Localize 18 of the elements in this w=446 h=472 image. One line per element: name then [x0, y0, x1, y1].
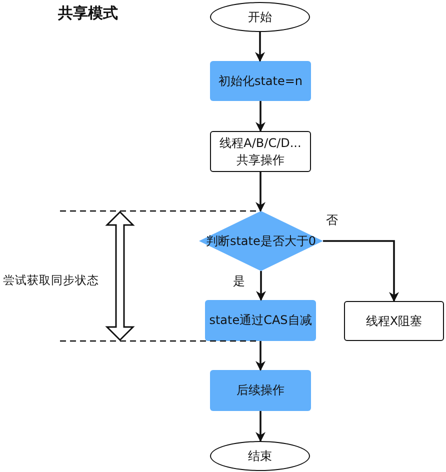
arrow	[256, 172, 266, 212]
arrow	[256, 341, 266, 371]
edge-label: 是	[231, 273, 247, 290]
process-box: 后续操作	[210, 370, 311, 411]
arrow	[256, 271, 266, 301]
arrow	[255, 32, 265, 62]
process-box: 线程X阻塞	[344, 301, 444, 341]
process-box: state通过CAS自减	[205, 300, 316, 341]
terminal-ellipse: 结束	[210, 441, 310, 471]
decision-diamond: 判断state是否大于0	[199, 211, 323, 271]
terminal-ellipse: 开始	[210, 2, 310, 32]
side-label: 尝试获取同步状态	[3, 273, 99, 288]
arrow	[256, 101, 266, 132]
arrow	[256, 411, 266, 442]
process-box: 线程A/B/C/D... 共享操作	[210, 131, 311, 172]
process-box: 初始化state=n	[210, 61, 311, 101]
arrow	[323, 240, 399, 302]
title: 共享模式	[58, 4, 118, 23]
